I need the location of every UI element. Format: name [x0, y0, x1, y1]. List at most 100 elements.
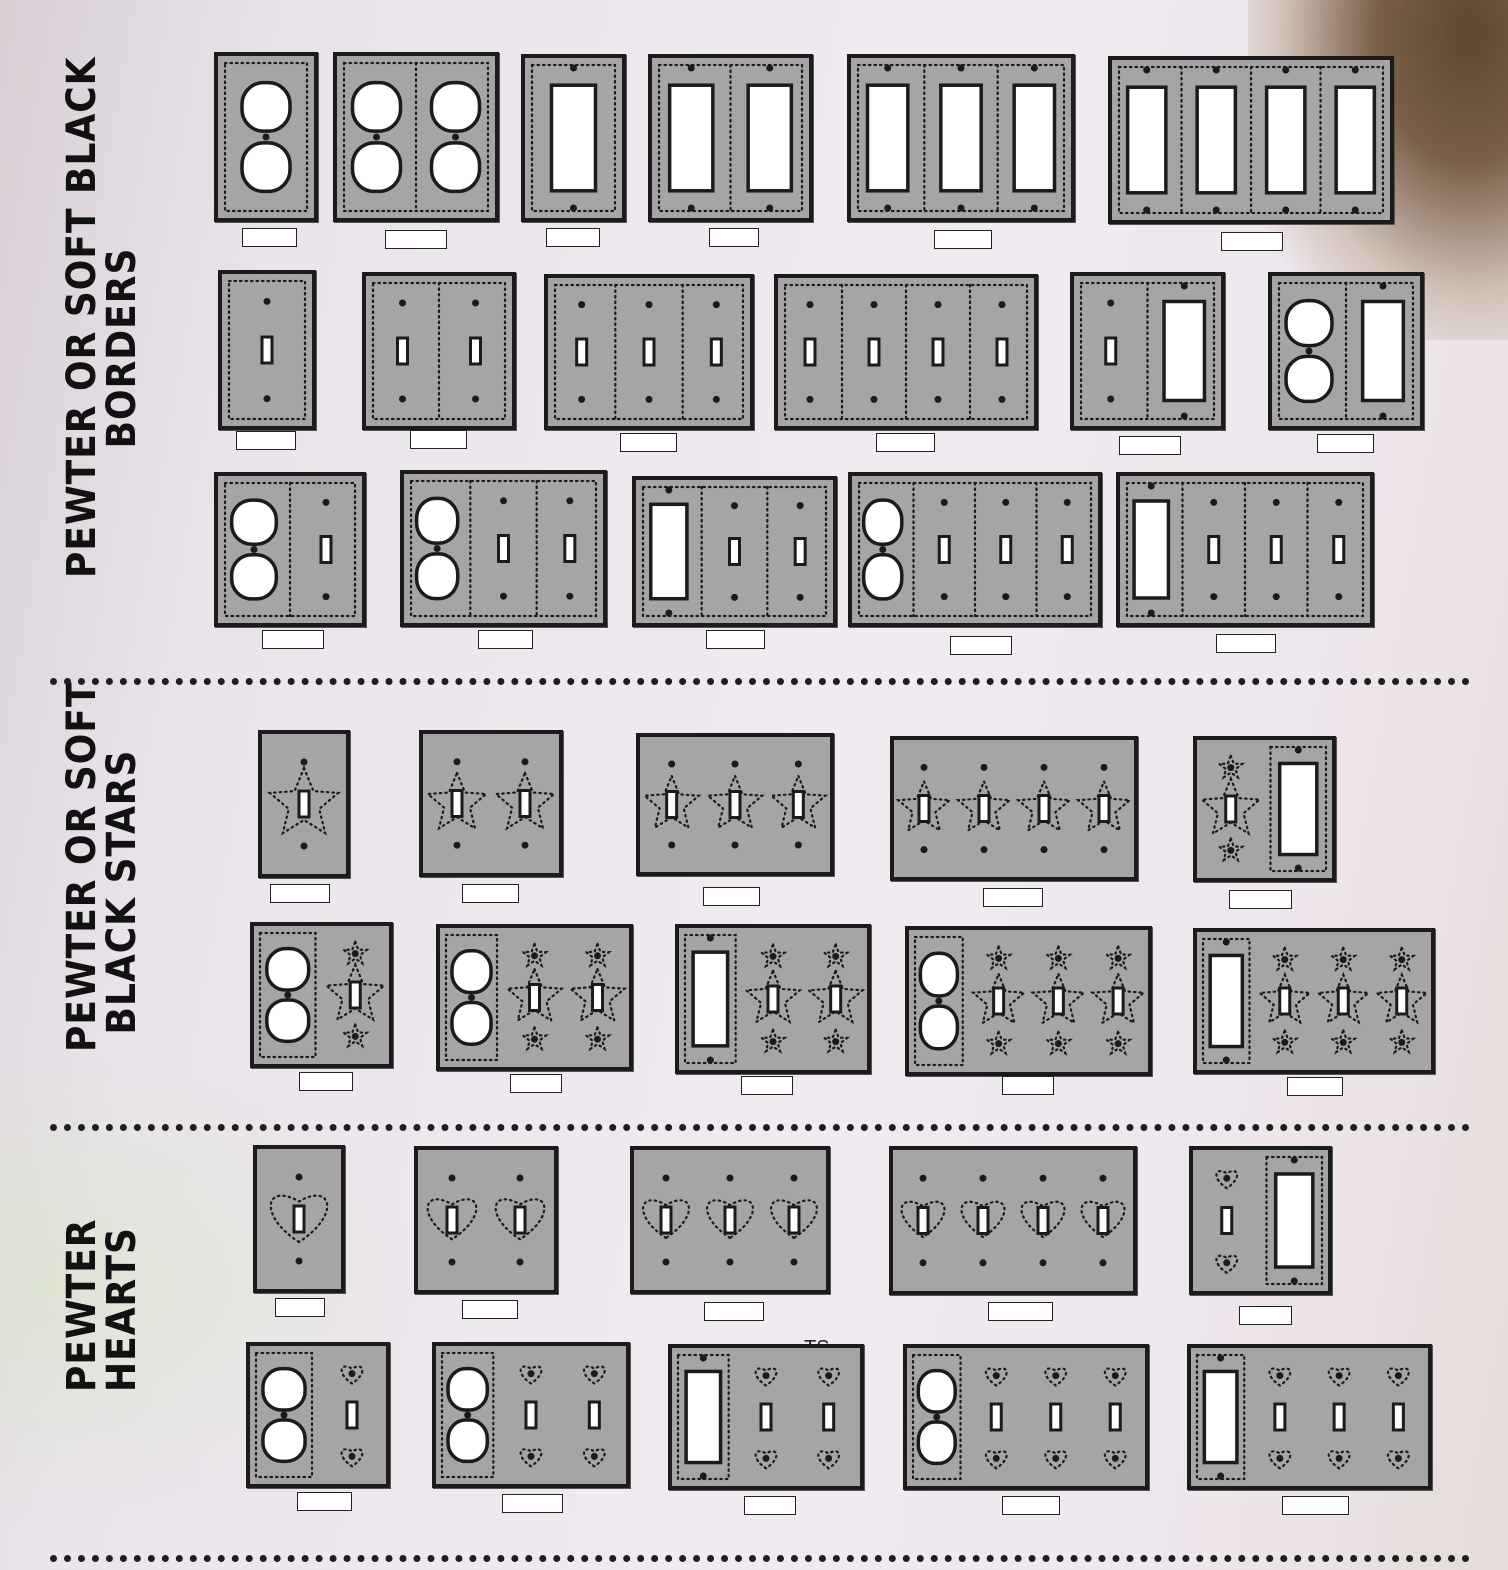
section-title-borders: PEWTER OR SOFT BLACK BORDERS	[59, 56, 145, 578]
wall-plate	[1268, 272, 1424, 430]
wall-plate	[1108, 56, 1394, 224]
screw-dot	[794, 841, 802, 849]
rocker-opening	[1195, 85, 1238, 195]
screw-dot	[351, 950, 359, 958]
outlet-opening	[414, 552, 460, 601]
screw-dot	[979, 1174, 987, 1182]
screw-dot	[1272, 593, 1280, 601]
toggle-opening	[563, 534, 577, 563]
screw-dot	[687, 204, 695, 212]
toggle-opening	[728, 790, 742, 819]
screw-dot	[590, 1370, 598, 1378]
screw-dot	[1222, 938, 1230, 946]
section-title-line: BORDERS	[99, 247, 145, 449]
label-box	[1119, 436, 1181, 455]
screw-dot	[1305, 347, 1313, 355]
toggle-opening	[1108, 1402, 1122, 1432]
screw-dot	[1040, 846, 1048, 854]
wall-plate	[400, 470, 607, 627]
plate-artwork	[642, 1174, 818, 1266]
screw-dot	[726, 1258, 734, 1266]
screw-dot	[1351, 206, 1359, 214]
screw-dot	[1379, 412, 1387, 420]
screw-dot	[731, 593, 738, 601]
star-motif	[821, 1026, 851, 1054]
label-box	[1287, 1077, 1343, 1096]
screw-dot	[1040, 763, 1048, 771]
label-box	[546, 228, 600, 247]
wall-plate	[675, 924, 871, 1074]
plate-artwork	[1125, 481, 1365, 618]
screw-dot	[1282, 66, 1290, 74]
screw-dot	[348, 1370, 356, 1378]
screw-dot	[699, 1472, 707, 1480]
plate-artwork	[409, 479, 598, 618]
label-box	[385, 230, 447, 249]
wall-plate	[362, 272, 516, 430]
outlet-opening	[446, 1418, 490, 1464]
screw-dot	[1290, 1277, 1298, 1285]
heart-motif	[1327, 1450, 1351, 1470]
screw-dot	[1227, 764, 1235, 772]
screw-dot	[726, 1174, 734, 1182]
outlet-opening	[229, 498, 279, 546]
screw-dot	[1394, 1372, 1402, 1380]
screw-dot	[399, 299, 406, 307]
label-box	[709, 228, 759, 247]
toggle-opening	[1332, 1402, 1346, 1432]
screw-dot	[992, 1454, 1000, 1462]
screw-dot	[1180, 282, 1188, 290]
screw-dot	[998, 395, 1006, 403]
toggle-opening	[803, 337, 817, 367]
wall-plate	[1070, 272, 1225, 430]
toggle-opening	[999, 535, 1013, 564]
screw-dot	[263, 395, 271, 403]
toggle-opening	[995, 337, 1009, 367]
screw-dot	[1335, 593, 1343, 601]
screw-dot	[351, 1032, 359, 1040]
plate-artwork	[676, 1353, 841, 1481]
screw-dot	[1272, 498, 1280, 506]
label-box	[510, 1074, 562, 1093]
wall-plate	[1187, 1344, 1432, 1490]
rocker-opening	[865, 83, 910, 193]
screw-dot	[284, 991, 292, 999]
wall-plate	[1193, 928, 1435, 1074]
outlet-opening	[916, 1420, 957, 1466]
outlet-opening	[861, 498, 904, 546]
toggle-opening	[1097, 794, 1111, 823]
label-box	[620, 433, 677, 452]
screw-dot	[870, 301, 878, 309]
screw-dot	[516, 1174, 524, 1182]
section-divider	[50, 678, 1470, 685]
heart-motif	[754, 1367, 778, 1387]
screw-dot	[884, 64, 892, 72]
outlet-opening	[861, 553, 904, 601]
toggle-opening	[513, 1205, 527, 1235]
toggle-opening	[1111, 986, 1125, 1016]
screw-dot	[1281, 956, 1289, 964]
star-motif	[984, 943, 1014, 971]
star-motif	[583, 1023, 612, 1052]
heart-motif	[642, 1199, 690, 1240]
heart-motif	[1215, 1170, 1239, 1190]
section-title-line: HEARTS	[99, 1227, 145, 1392]
toggle-opening	[1273, 1402, 1287, 1432]
wall-plate	[668, 1344, 864, 1490]
plate-artwork	[641, 485, 828, 618]
screw-dot	[1212, 206, 1220, 214]
label-box	[988, 1302, 1053, 1321]
outlet-opening	[918, 1004, 960, 1051]
label-box	[478, 630, 533, 649]
outlet-opening	[429, 141, 482, 194]
screw-dot	[1294, 746, 1302, 754]
screw-dot	[832, 952, 840, 960]
wall-plate	[890, 736, 1138, 881]
screw-dot	[262, 133, 270, 141]
label-box	[242, 228, 297, 247]
star-motif	[1387, 944, 1417, 972]
label-box	[1002, 1076, 1054, 1095]
screw-dot	[645, 301, 653, 309]
wall-plate	[419, 730, 563, 877]
heart-motif	[519, 1448, 543, 1468]
